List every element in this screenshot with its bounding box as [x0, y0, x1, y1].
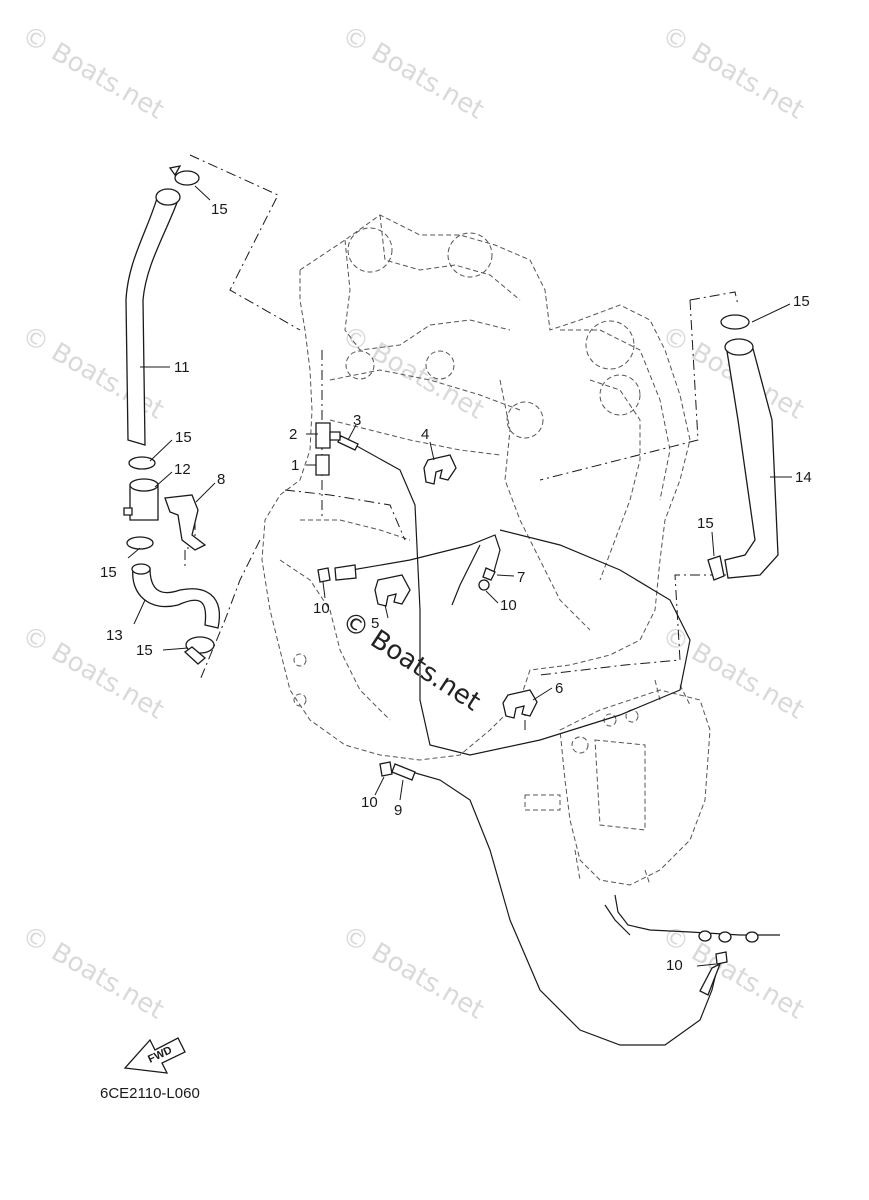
callout-leaders — [127, 185, 792, 967]
small-parts — [123, 165, 759, 965]
watermark: © Boats.net — [657, 620, 809, 725]
center-watermark: © Boats.net — [336, 606, 485, 718]
callout-15: 15 — [211, 201, 228, 218]
fwd-arrow-icon: FWD — [123, 1037, 186, 1074]
callout-15: 15 — [793, 293, 810, 310]
callout-labels: 15 15 11 15 12 8 15 13 15 2 1 3 4 10 5 7… — [100, 201, 812, 974]
callout-9: 9 — [394, 802, 402, 819]
hoses — [125, 188, 780, 1046]
callout-14: 14 — [795, 469, 812, 486]
watermark: © Boats.net — [657, 20, 809, 125]
watermark: © Boats.net — [17, 20, 169, 125]
watermark: © Boats.net — [17, 320, 169, 425]
watermark: © Boats.net — [17, 920, 169, 1025]
drawing-code: 6CE2110-L060 — [100, 1085, 200, 1102]
vapor-separator-outline — [524, 679, 711, 886]
callout-15: 15 — [697, 515, 714, 532]
callout-2: 2 — [289, 426, 297, 443]
callout-6: 6 — [555, 680, 563, 697]
callout-5: 5 — [371, 615, 379, 632]
callout-12: 12 — [174, 461, 191, 478]
callout-15: 15 — [175, 429, 192, 446]
watermark: © Boats.net — [337, 20, 489, 125]
callout-3: 3 — [353, 412, 361, 429]
callout-8: 8 — [217, 471, 225, 488]
callout-10: 10 — [313, 600, 330, 617]
callout-4: 4 — [421, 426, 429, 443]
callout-7: 7 — [517, 569, 525, 586]
watermark-layer: © Boats.net © Boats.net © Boats.net © Bo… — [17, 20, 809, 1025]
watermark: © Boats.net — [337, 320, 489, 425]
watermark: © Boats.net — [17, 620, 169, 725]
callout-15: 15 — [100, 564, 117, 581]
callout-10: 10 — [666, 957, 683, 974]
callout-11: 11 — [174, 359, 190, 376]
callout-10: 10 — [361, 794, 378, 811]
watermark: © Boats.net — [337, 920, 489, 1025]
callout-10: 10 — [500, 597, 517, 614]
engine-block-outline — [261, 214, 691, 761]
assembly-leader-lines — [184, 154, 740, 730]
callout-1: 1 — [291, 457, 299, 474]
callout-15: 15 — [136, 642, 153, 659]
callout-13: 13 — [106, 627, 123, 644]
